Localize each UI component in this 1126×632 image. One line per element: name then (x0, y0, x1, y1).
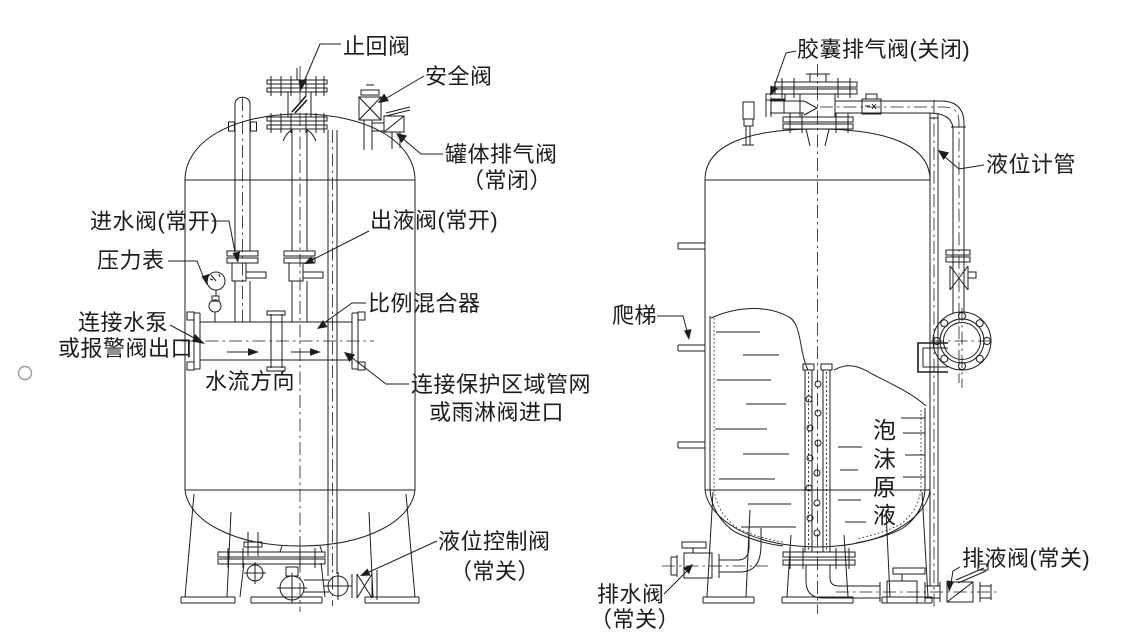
label-outlet-valve: 出液阀(常开) (370, 208, 498, 233)
flow-arrow (291, 348, 321, 356)
label-pressure-gauge: 压力表 (97, 248, 165, 273)
gauge-bracket (917, 342, 948, 373)
level-gauge-pipe (929, 113, 939, 586)
label-foam-char-2: 沫 (873, 446, 896, 472)
label-pump-connection-line1: 连接水泵 (78, 310, 168, 335)
leader-proportioner (317, 302, 366, 329)
leader-level-gauge-pipe (938, 150, 985, 170)
safety-valve-assembly (358, 84, 411, 150)
inline-instrument (861, 93, 882, 115)
sight-glass-flange (917, 308, 992, 388)
left-bottom-drain-assembly (217, 532, 378, 603)
level-control-valve-symbol (351, 570, 378, 600)
label-flow-direction: 水流方向 (205, 369, 295, 394)
label-pump-connection-line2: 或报警阀出口 (58, 336, 193, 361)
leader-level-control-valve (360, 540, 438, 576)
ladder-rungs (677, 242, 705, 449)
label-ladder: 爬梯 (612, 303, 657, 328)
leader-outlet-valve (304, 230, 370, 264)
bladder-vent-valve-symbol (765, 93, 804, 117)
label-foam-char-1: 泡 (873, 417, 896, 443)
label-level-gauge-pipe: 液位计管 (986, 152, 1076, 177)
riser-valve-symbol (945, 249, 977, 291)
label-network-connection-line2: 或雨淋阀进口 (429, 400, 564, 425)
drain-pipe-valve-symbol (879, 567, 926, 604)
left-tank-legs (180, 493, 420, 604)
inlet-valve-symbol (226, 250, 267, 282)
left-tank-unit: 止回阀 安全阀 罐体排气阀 （常闭） 进水阀(常开) 压力表 连接水泵 或报警阀… (58, 34, 591, 612)
label-level-control-valve-line1: 液位控制阀 (438, 529, 551, 554)
label-foam-char-3: 原 (873, 474, 896, 500)
right-top-assembly (742, 73, 977, 313)
label-inlet-valve: 进水阀(常开) (90, 209, 218, 234)
label-drain-water-valve-line2: （常关） (590, 607, 680, 632)
label-proportioner: 比例混合器 (368, 291, 481, 316)
centerlines-left (182, 66, 374, 612)
drain-water-valve-symbol (670, 528, 762, 579)
leader-tank-vent-valve (396, 133, 443, 155)
label-drain-liquid-valve: 排液阀(常关) (962, 546, 1090, 571)
leader-lines-right (657, 50, 985, 595)
leader-pump-connection (169, 324, 205, 344)
left-tank-body (184, 113, 416, 547)
centerlines-right (662, 64, 1000, 614)
leader-pressure-gauge (168, 260, 209, 285)
label-check-valve: 止回阀 (343, 34, 411, 59)
right-bottom-drain-assembly (670, 528, 992, 604)
capped-fitting (742, 101, 755, 146)
water-inlet-pipe (226, 96, 267, 322)
leader-drain-water-valve (663, 564, 693, 595)
leader-inlet-valve (212, 220, 240, 263)
leader-network-connection (344, 352, 409, 385)
flow-arrow (227, 348, 259, 356)
label-tank-vent-valve-line1: 罐体排气阀 (445, 142, 558, 167)
label-foam-concentrate: 泡 沫 原 液 (873, 417, 896, 528)
label-bladder-vent-valve: 胶囊排气阀(关闭) (797, 37, 970, 62)
pressure-gauge-symbol (206, 271, 226, 322)
label-foam-char-4: 液 (873, 502, 896, 528)
leader-drain-liquid-valve (946, 566, 961, 592)
liquid-level-lines (715, 331, 925, 528)
label-network-connection-line1: 连接保护区域管网 (411, 372, 591, 397)
bladder-membrane (709, 308, 927, 547)
label-tank-vent-valve-line2: （常闭） (462, 168, 552, 193)
leader-bladder-vent-valve (770, 50, 797, 96)
check-valve-assembly (266, 68, 328, 251)
right-tank-unit: 胶囊排气阀(关闭) 液位计管 爬梯 泡 沫 原 液 排水阀 （常关） 排液阀(常… (590, 37, 1090, 632)
label-safety-valve: 安全阀 (425, 64, 493, 89)
perforated-tube (802, 363, 833, 552)
drain-liquid-valve-symbol (939, 563, 989, 603)
leader-ladder (657, 315, 692, 340)
check-valve-flap (291, 95, 308, 114)
label-drain-water-valve-line1: 排水阀 (597, 582, 665, 607)
leader-check-valve (298, 43, 341, 92)
inner-riser-pipe (327, 130, 338, 576)
leader-lines-left (168, 43, 443, 576)
outlet-valve-symbol (283, 250, 324, 322)
label-level-control-valve-line2: （常关） (450, 559, 540, 584)
list-bullet-marker (17, 365, 33, 381)
leader-safety-valve (378, 75, 425, 103)
